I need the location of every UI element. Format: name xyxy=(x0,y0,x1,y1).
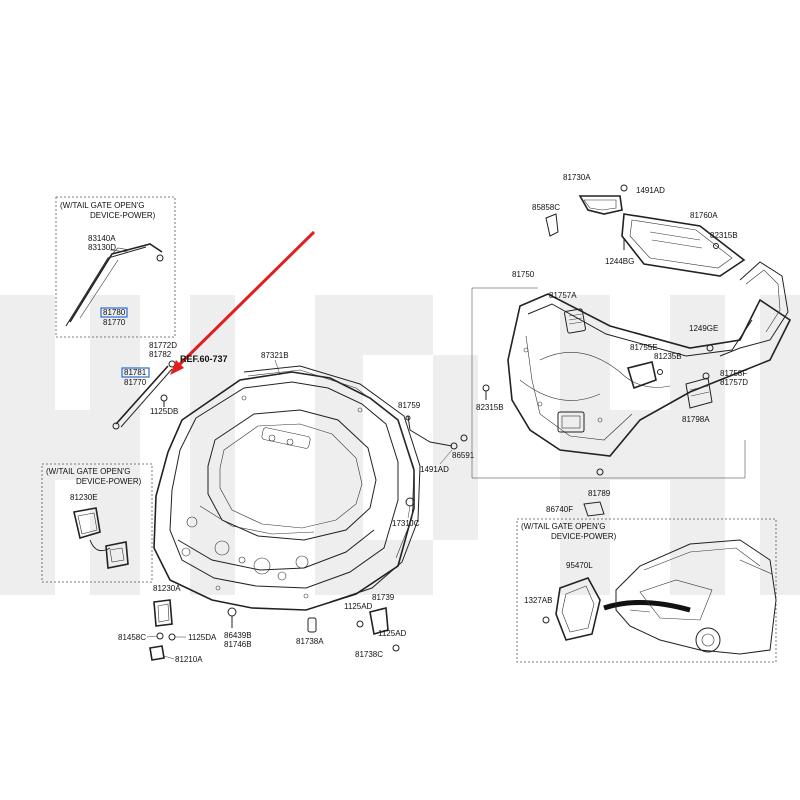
label-81230E: 81230E xyxy=(70,493,98,502)
note-left-top-line1: (W/TAIL GATE OPEN'G xyxy=(60,201,145,210)
label-81739: 81739 xyxy=(372,593,395,602)
label-86439B: 86439B xyxy=(224,631,252,640)
vehicle-sketch xyxy=(615,539,777,655)
vent-81757A xyxy=(564,308,586,334)
label-1327AB: 1327AB xyxy=(524,596,552,605)
bolt-1125DB xyxy=(160,394,168,407)
label-81210A: 81210A xyxy=(175,655,203,664)
ref-60-737: REF.60-737 xyxy=(180,354,228,364)
highlight-81781 xyxy=(121,367,150,378)
label-81758F: 81758F xyxy=(720,369,747,378)
label-82315B-1: 82315B xyxy=(710,231,738,240)
label-81771: 81770 xyxy=(124,378,147,387)
tailgate-panel xyxy=(153,371,415,611)
note-right-line2: DEVICE-POWER) xyxy=(551,532,617,541)
lower-trim-81750 xyxy=(507,293,792,457)
label-1125AD-1: 1125AD xyxy=(344,602,373,611)
label-82315B-2: 82315B xyxy=(476,403,504,412)
label-81750: 81750 xyxy=(512,270,535,279)
label-81780: 81780 xyxy=(103,308,126,317)
label-81746B: 81746B xyxy=(224,640,252,649)
label-1244BG: 1244BG xyxy=(605,257,634,266)
latch-power xyxy=(73,507,129,569)
handle-81755E xyxy=(626,361,663,390)
label-81738C: 81738C xyxy=(355,650,383,659)
module-95470L xyxy=(542,577,601,641)
label-85858C: 85858C xyxy=(532,203,560,212)
note-left-mid-line1: (W/TAIL GATE OPEN'G xyxy=(46,467,131,476)
cable-81759 xyxy=(405,415,458,450)
label-81755E: 81755E xyxy=(630,343,658,352)
note-right-line1: (W/TAIL GATE OPEN'G xyxy=(521,522,606,531)
label-83130D: 83130D xyxy=(88,243,116,252)
label-86591: 86591 xyxy=(452,451,475,460)
latch-assy xyxy=(153,599,173,627)
striker xyxy=(149,645,165,661)
label-81757A: 81757A xyxy=(549,291,577,300)
gas-strut-power xyxy=(65,243,164,327)
label-83140A: 83140A xyxy=(88,234,116,243)
label-81772D: 81772D xyxy=(149,341,177,350)
label-81798A: 81798A xyxy=(682,415,710,424)
label-81738A: 81738A xyxy=(296,637,324,646)
label-81757D: 81757D xyxy=(720,378,748,387)
label-81782: 81782 xyxy=(149,350,172,359)
label-81789: 81789 xyxy=(588,489,611,498)
label-81781: 81781 xyxy=(124,368,147,377)
callout-box-81750 xyxy=(471,288,746,479)
label-81235B: 81235B xyxy=(654,352,682,361)
note-left-top-line2: DEVICE-POWER) xyxy=(90,211,156,220)
label-1491AD-1: 1491AD xyxy=(420,465,449,474)
watermark xyxy=(0,295,800,595)
note-box-left-top xyxy=(55,196,176,338)
label-1125DB: 1125DB xyxy=(150,407,178,416)
wire-arrow xyxy=(603,600,691,613)
note-left-mid-line2: DEVICE-POWER) xyxy=(76,477,142,486)
bumper-81738A xyxy=(307,617,317,633)
side-strip xyxy=(719,261,789,357)
label-81759: 81759 xyxy=(398,401,421,410)
label-1731JC: 1731JC xyxy=(392,519,420,528)
label-81230A: 81230A xyxy=(153,584,181,593)
emblem-86740F xyxy=(583,501,605,517)
label-1249GE: 1249GE xyxy=(689,324,718,333)
weatherstrip xyxy=(243,365,421,603)
note-box-right xyxy=(516,518,777,663)
label-81770a: 81770 xyxy=(103,318,126,327)
label-95470L: 95470L xyxy=(566,561,593,570)
clip-85858C xyxy=(545,213,559,237)
label-81730A: 81730A xyxy=(563,173,591,182)
label-1491AD-2: 1491AD xyxy=(636,186,665,195)
label-1125AD-2: 1125AD xyxy=(378,629,407,638)
bumper-86439B xyxy=(227,607,237,628)
note-box-left-mid xyxy=(41,463,153,583)
label-1125DA: 1125DA xyxy=(188,633,217,642)
label-81458C: 81458C xyxy=(118,633,146,642)
guide-81739 xyxy=(356,606,389,636)
upper-trim-81760A xyxy=(621,213,746,277)
vent-81798A xyxy=(685,372,713,409)
red-pointer-arrow xyxy=(170,230,316,375)
label-81760A: 81760A xyxy=(690,211,718,220)
label-86740F: 86740F xyxy=(546,505,573,514)
side-trim-81730A xyxy=(578,195,623,215)
highlight-81780 xyxy=(100,307,128,318)
label-87321B: 87321B xyxy=(261,351,289,360)
